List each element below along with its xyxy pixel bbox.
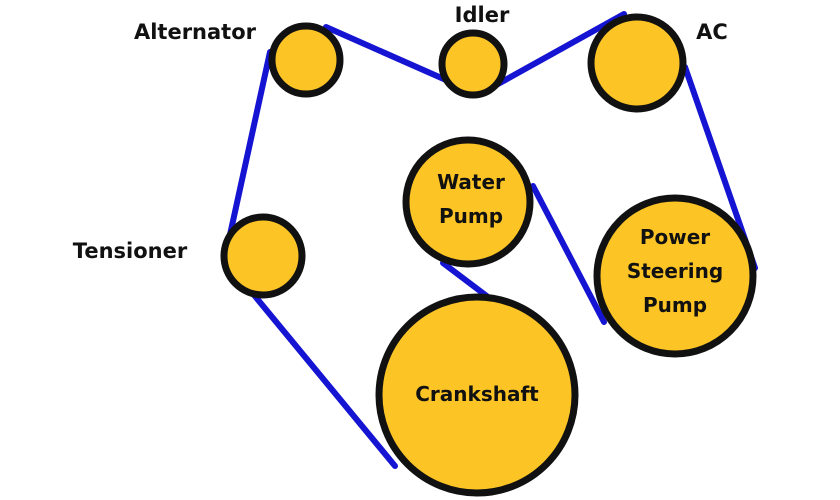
idler-label: Idler [455,3,510,27]
water-pump-pulley [402,136,534,268]
alternator-pulley [268,22,344,98]
water-pump-label-line1: Water [437,170,505,194]
belt-alternator-to-idler [323,24,449,83]
idler-pulley [438,29,508,99]
belt-tensioner-to-crankshaft [251,292,398,469]
crankshaft-pulley [375,293,579,497]
ac-label: AC [696,20,728,44]
belt-idler-to-ac [477,11,627,97]
crankshaft-label: Crankshaft [415,382,539,406]
tensioner-label: Tensioner [73,239,188,263]
belt-alternator-to-tensioner [223,49,273,256]
power-steering-label-line2: Steering [627,259,723,283]
belt-water-pump-to-power-steering [530,183,607,325]
alternator-label: Alternator [134,20,257,44]
serpentine-belt [223,11,758,469]
power-steering-label-line1: Power [640,225,710,249]
power-steering-label-line3: Pump [643,293,707,317]
power-steering-pump-pulley [593,194,757,358]
tensioner-pulley [220,213,306,299]
water-pump-label-line2: Pump [439,204,503,228]
ac-pulley [587,13,687,113]
